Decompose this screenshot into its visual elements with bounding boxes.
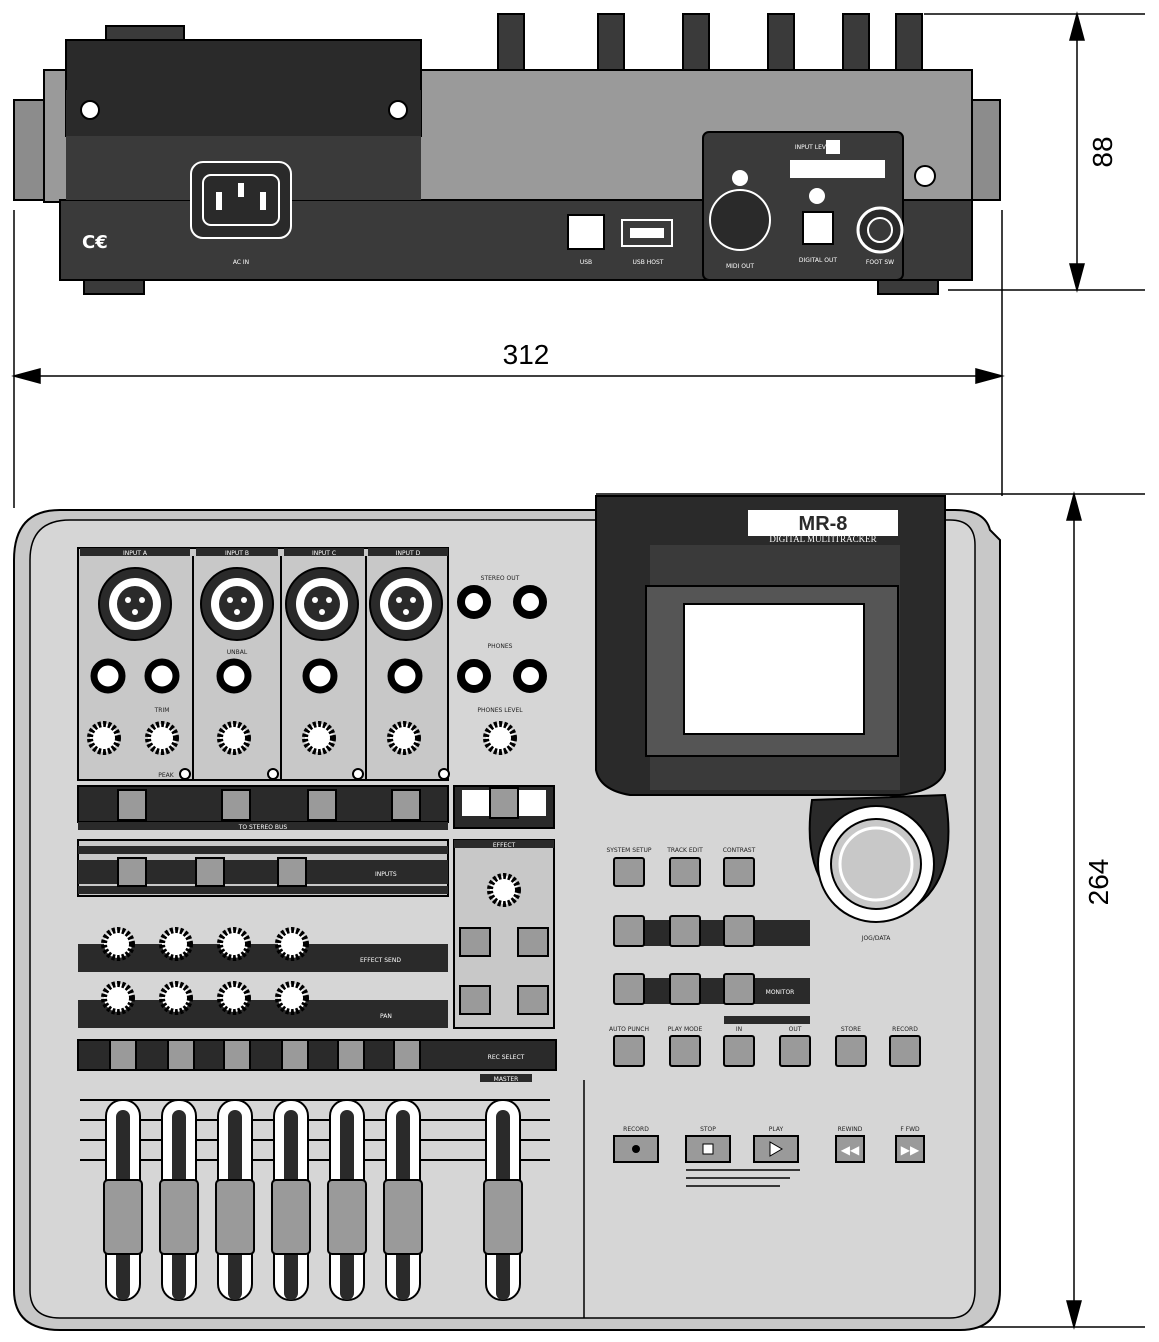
unbal-jacks [90, 658, 423, 694]
lcd-display [683, 603, 865, 735]
stereo-bus-switches[interactable] [117, 789, 421, 821]
record-key-label: RECORD [892, 1026, 918, 1033]
contrast-label: CONTRAST [723, 847, 756, 854]
depth-dimension: 264 [1083, 859, 1114, 906]
input-d-label: INPUT D [396, 550, 421, 557]
input-c-label: INPUT C [312, 550, 336, 557]
play-mode-label: PLAY MODE [668, 1026, 703, 1033]
brand-subtitle: DIGITAL MULTITRACKER [769, 534, 876, 544]
ffwd-button-label: F FWD [900, 1126, 920, 1133]
top-panel: MR-8 DIGITAL MULTITRACKER JOG/DATA INPUT… [13, 495, 1001, 1331]
unbal-label: UNBAL [227, 649, 248, 656]
trim-knobs[interactable] [87, 721, 517, 755]
in-label: IN [736, 1026, 742, 1033]
stereo-out-label: STEREO OUT [481, 575, 520, 582]
record-icon [632, 1145, 640, 1153]
usb-label: USB [580, 259, 592, 266]
input-level-label: INPUT LEVEL [795, 144, 834, 151]
phones-label: PHONES [488, 643, 513, 650]
input-b-label: INPUT B [225, 550, 249, 557]
ac-in-label: AC IN [233, 259, 249, 266]
peak-label: PEAK [158, 772, 175, 779]
input-select-switches[interactable] [117, 857, 307, 887]
foot-sw-label: FOOT SW [866, 259, 894, 266]
channel-faders[interactable] [103, 1099, 523, 1301]
to-stereo-bus-label: TO STEREO BUS [238, 824, 288, 831]
play-icon [769, 1141, 783, 1157]
rewind-icon: ◀◀ [841, 1143, 860, 1157]
effect-send-knobs[interactable] [101, 927, 309, 961]
stop-button-label: STOP [700, 1126, 716, 1133]
rewind-button-label: REWIND [838, 1126, 863, 1133]
bounce-keys[interactable] [613, 915, 755, 947]
effect-label: EFFECT [493, 842, 516, 849]
function-keys[interactable] [613, 857, 755, 887]
system-setup-label: SYSTEM SETUP [606, 847, 651, 854]
input-a-label: INPUT A [123, 550, 148, 557]
usb-host-label: USB HOST [633, 259, 664, 266]
trim-label: TRIM [154, 707, 170, 714]
master-label: MASTER [494, 1076, 519, 1083]
midi-out-label: MIDI OUT [726, 263, 754, 270]
play-button-label: PLAY [769, 1126, 784, 1133]
record-button-label: RECORD [623, 1126, 649, 1133]
stop-icon [702, 1143, 714, 1155]
monitor-keys[interactable] [613, 973, 755, 1005]
out-label: OUT [789, 1026, 802, 1033]
digital-out-label: DIGITAL OUT [799, 257, 837, 264]
height-dimension: 88 [1087, 136, 1118, 167]
input-headers [80, 548, 448, 556]
pan-knobs[interactable] [101, 981, 309, 1015]
auto-punch-label: AUTO PUNCH [609, 1026, 649, 1033]
pan-label: PAN [380, 1013, 392, 1020]
inputs-label: INPUTS [375, 871, 397, 878]
rear-panel: AC IN C€ INPUT LEVEL USB USB HOST MIDI O… [13, 13, 1001, 295]
transport-buttons[interactable] [613, 1135, 925, 1163]
effect-buttons[interactable] [459, 927, 549, 1015]
store-label: STORE [841, 1026, 861, 1033]
ffwd-icon: ▶▶ [901, 1143, 920, 1157]
rear-knobs [497, 13, 923, 73]
rec-select-buttons[interactable] [109, 1039, 421, 1071]
dimension-lines [11, 11, 1145, 1330]
locate-keys[interactable] [613, 1035, 921, 1067]
width-dimension: 312 [503, 339, 550, 370]
ce-mark: C€ [82, 232, 108, 253]
rec-select-label: REC SELECT [488, 1054, 525, 1061]
monitor-label: MONITOR [766, 989, 795, 996]
track-edit-label: TRACK EDIT [666, 847, 703, 854]
effect-send-label: EFFECT SEND [360, 957, 401, 964]
brand-logo: MR-8 [799, 513, 848, 535]
jog-label: JOG/DATA [861, 935, 892, 942]
phones-level-label: PHONES LEVEL [477, 707, 523, 714]
xlr-jacks [98, 567, 443, 641]
